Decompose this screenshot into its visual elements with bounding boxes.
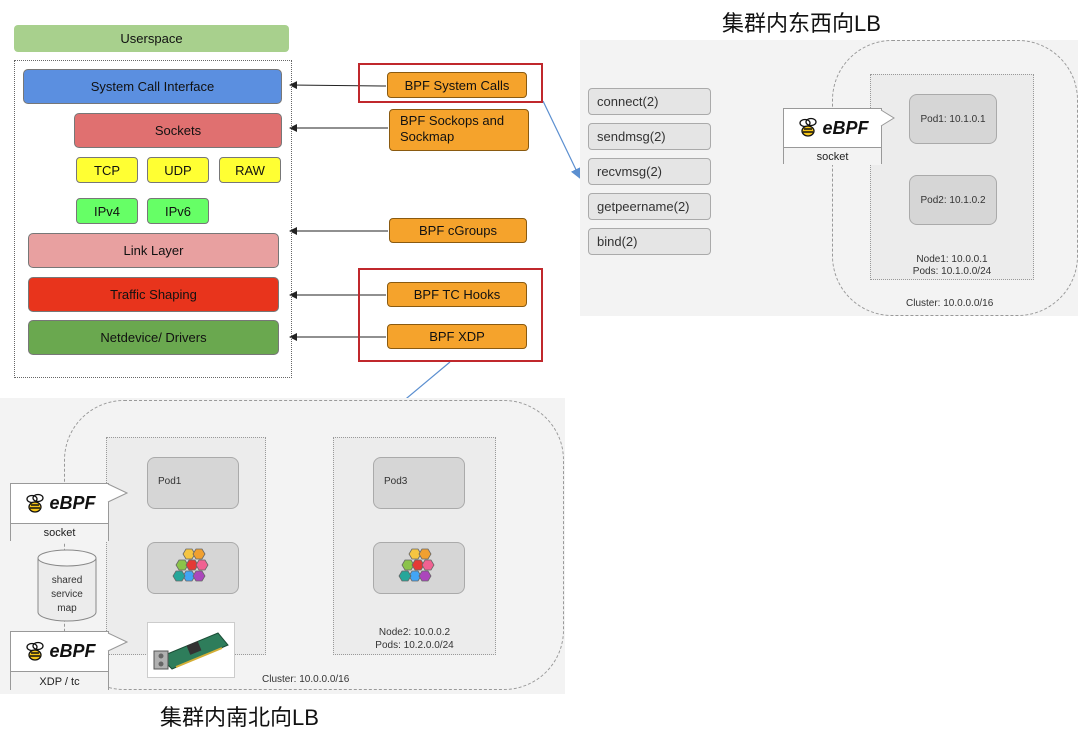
map-label-line3: map [57, 603, 77, 614]
ebpf-logo: eBPF [11, 632, 108, 671]
syscall-sendmsg: sendmsg(2) [588, 123, 711, 150]
link-layer-block: Link Layer [28, 233, 279, 268]
node1-info: Node1: 10.0.0.1 Pods: 10.1.0.0/24 [870, 254, 1034, 278]
tcp-label: TCP [94, 162, 120, 178]
network-card-icon [153, 632, 229, 670]
pod1-east-west-label: Pod1: 10.1.0.1 [920, 113, 986, 125]
bpf-sockops-label-line2: Sockmap [400, 129, 455, 144]
pod1-north-south: Pod1 [147, 457, 239, 509]
bee-icon [26, 493, 45, 513]
netdevice-label: Netdevice/ Drivers [100, 330, 207, 345]
highlight-box-syscalls [358, 63, 543, 103]
bpf-tc-hooks-label: BPF TC Hooks [413, 287, 501, 302]
callout-pointer-icon [107, 632, 129, 652]
syscall-connect-label: connect(2) [597, 94, 659, 109]
link-layer-label: Link Layer [123, 243, 184, 258]
syscall-recvmsg: recvmsg(2) [588, 158, 711, 185]
east-west-title: 集群内东西向LB [722, 11, 881, 36]
pod1-east-west: Pod1: 10.1.0.1 [909, 94, 997, 144]
ebpf-xdp-tc-caption: XDP / tc [11, 671, 108, 691]
ipv4-label: IPv4 [93, 203, 120, 219]
north-south-title: 集群内南北向LB [160, 705, 319, 730]
udp-label: UDP [164, 162, 192, 178]
syscall-bind-label: bind(2) [597, 234, 638, 249]
traffic-shaping-label: Traffic Shaping [110, 287, 197, 302]
syscall-sendmsg-label: sendmsg(2) [597, 129, 666, 144]
syscall-connect: connect(2) [588, 88, 711, 115]
node2-info: Node2: 10.0.0.2 Pods: 10.2.0.0/24 [333, 626, 496, 652]
bpf-system-calls-label: BPF System Calls [404, 77, 510, 93]
pod2-east-west: Pod2: 10.1.0.2 [909, 175, 997, 225]
pod2-east-west-label: Pod2: 10.1.0.2 [920, 194, 986, 206]
ipv6-block: IPv6 [147, 198, 209, 224]
shared-service-map-label: shared service map [36, 574, 98, 616]
cilium-agent-node2 [373, 542, 465, 594]
ipv4-block: IPv4 [76, 198, 138, 224]
pod3-north-south-label: Pod3 [384, 476, 408, 487]
arrow-syscalls [289, 81, 387, 90]
sockets-block: Sockets [74, 113, 282, 148]
userspace-bar: Userspace [14, 25, 289, 52]
bpf-sockops-label-line1: BPF Sockops and [400, 113, 505, 128]
kernel-frame [14, 60, 292, 378]
nic-card-image [147, 622, 235, 678]
ebpf-socket-card-north-south: eBPF socket [10, 483, 109, 542]
traffic-shaping-block: Traffic Shaping [28, 277, 279, 312]
bee-icon [799, 117, 818, 137]
ebpf-logo: eBPF [11, 484, 108, 523]
cilium-agent-node1 [147, 542, 239, 594]
node1-label: Node1: 10.0.0.1 [916, 254, 988, 265]
ebpf-socket-caption: socket [784, 147, 881, 165]
ebpf-socket-caption: socket [11, 523, 108, 542]
east-west-cluster [832, 40, 1078, 316]
ebpf-brand-label: eBPF [49, 493, 96, 513]
bpf-system-calls-hook: BPF System Calls [387, 72, 527, 98]
arrow-to-syscalls [542, 100, 581, 180]
syscall-bind: bind(2) [588, 228, 711, 255]
bpf-cgroups-hook: BPF cGroups [389, 218, 527, 243]
map-label-line1: shared [51, 575, 83, 586]
bee-icon [26, 641, 45, 661]
bpf-xdp-label: BPF XDP [429, 329, 485, 344]
bpf-tc-hooks-hook: BPF TC Hooks [387, 282, 527, 307]
ebpf-logo: eBPF [784, 109, 881, 147]
ebpf-socket-card-east-west: eBPF socket [783, 108, 882, 165]
map-label-line2: service [51, 589, 83, 600]
north-south-cluster [64, 400, 564, 690]
callout-pointer-icon [880, 109, 895, 127]
pod3-north-south: Pod3 [373, 457, 465, 509]
ebpf-brand-label: eBPF [49, 641, 96, 661]
netdevice-block: Netdevice/ Drivers [28, 320, 279, 355]
raw-block: RAW [219, 157, 281, 183]
east-west-cluster-label: Cluster: 10.0.0.0/16 [906, 298, 994, 309]
raw-label: RAW [235, 162, 265, 178]
bpf-sockops-hook: BPF Sockops and Sockmap [389, 109, 529, 151]
bpf-cgroups-label: BPF cGroups [418, 223, 498, 238]
bpf-xdp-hook: BPF XDP [387, 324, 527, 349]
syscall-getpeername-label: getpeername(2) [597, 199, 690, 214]
ipv6-label: IPv6 [164, 203, 191, 219]
north-south-cluster-label: Cluster: 10.0.0.0/16 [262, 674, 350, 685]
cilium-honeycomb-icon [172, 548, 209, 582]
pod1-north-south-label: Pod1 [158, 476, 182, 487]
ebpf-xdp-tc-card: eBPF XDP / tc [10, 631, 109, 691]
highlight-box-tc-xdp [358, 268, 543, 362]
node2-pods-label: Pods: 10.2.0.0/24 [375, 640, 454, 651]
syscall-recvmsg-label: recvmsg(2) [597, 164, 663, 179]
node2-label: Node2: 10.0.0.2 [378, 627, 451, 638]
shared-service-map-cylinder [37, 549, 97, 622]
userspace-label: Userspace [120, 31, 183, 46]
tcp-block: TCP [76, 157, 138, 183]
cilium-honeycomb-icon [398, 548, 435, 582]
udp-block: UDP [147, 157, 209, 183]
system-call-interface-block: System Call Interface [23, 69, 282, 104]
node1-pods-label: Pods: 10.1.0.0/24 [912, 266, 992, 277]
syscall-getpeername: getpeername(2) [588, 193, 711, 220]
sockets-label: Sockets [154, 123, 202, 138]
system-call-interface-label: System Call Interface [90, 79, 215, 94]
ebpf-brand-label: eBPF [822, 117, 869, 138]
callout-pointer-icon [107, 483, 129, 503]
